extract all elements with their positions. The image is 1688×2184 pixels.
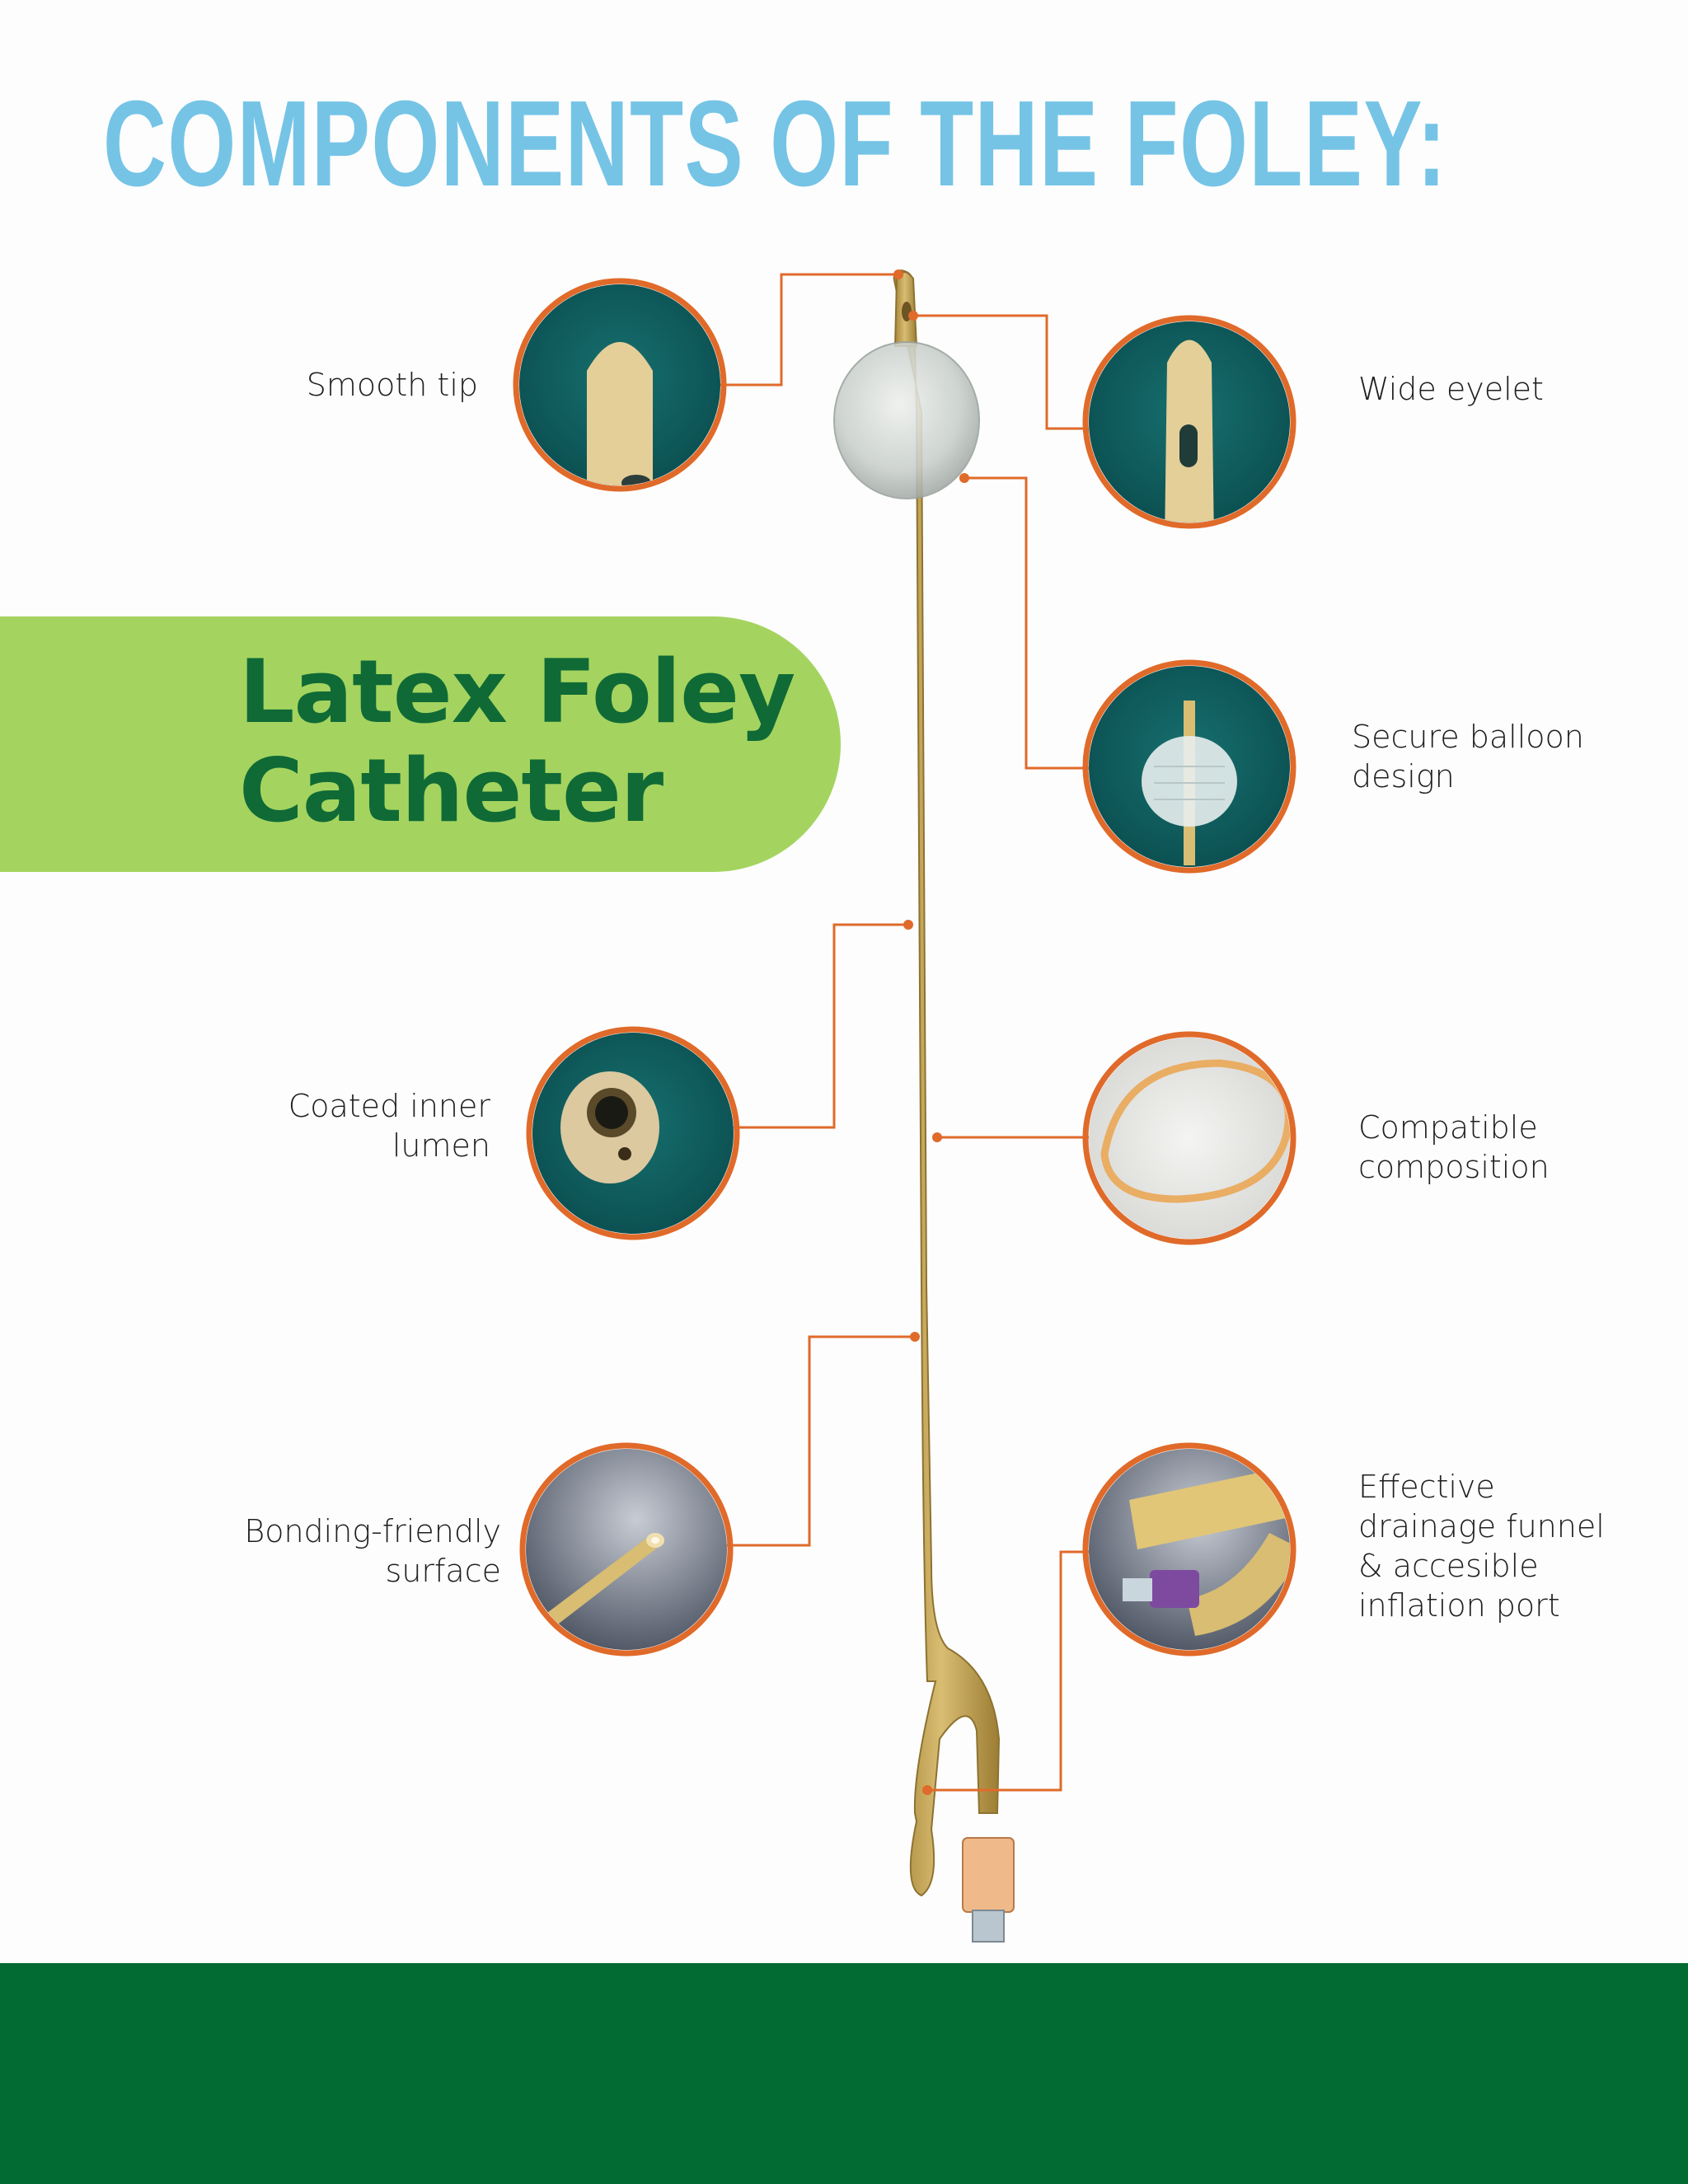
catheter-shaft — [893, 269, 1001, 1897]
detail-smooth-tip — [513, 278, 727, 492]
product-name-line-1: Latex Foley — [239, 641, 795, 743]
leader-coated-lumen — [734, 923, 908, 1129]
inflation-valve — [962, 1837, 1015, 1913]
product-name: Latex Foley Catheter — [239, 643, 795, 841]
catheter-illustration — [833, 269, 1015, 1943]
product-name-line-2: Catheter — [239, 740, 663, 841]
detail-wide-eyelet — [1082, 315, 1296, 529]
label-compatible-composition: Compatible composition — [1358, 1109, 1550, 1185]
detail-secure-balloon — [1082, 659, 1296, 874]
leader-smooth-tip — [720, 273, 898, 387]
leader-lines — [720, 273, 1089, 1792]
label-wide-eyelet: Wide eyelet — [1358, 371, 1544, 407]
valve-nozzle — [972, 1910, 1005, 1943]
leader-secure-balloon — [964, 476, 1089, 770]
leader-wide-eyelet — [913, 314, 1089, 430]
balloon — [833, 341, 980, 499]
label-drainage-funnel: Effective drainage funnel & accesible in… — [1358, 1469, 1605, 1624]
product-banner — [0, 616, 841, 872]
footer-band — [0, 1963, 1688, 2184]
label-smooth-tip: Smooth tip — [306, 367, 478, 403]
label-coated-lumen: Coated inner lumen — [288, 1088, 490, 1164]
catheter-diagram — [513, 269, 1296, 1943]
detail-coated-lumen — [526, 1026, 740, 1240]
detail-bonding-surface — [519, 1442, 734, 1657]
detail-compatible-composition — [1082, 1031, 1296, 1245]
detail-drainage-funnel — [1082, 1442, 1296, 1657]
leader-dots — [893, 269, 969, 1795]
leader-bonding-surface — [727, 1335, 915, 1547]
label-secure-balloon: Secure balloon design — [1352, 719, 1584, 794]
label-bonding-surface: Bonding-friendly surface — [244, 1513, 501, 1589]
page-title: COMPONENTS OF THE FOLEY: — [103, 76, 1447, 212]
leader-drainage-funnel — [927, 1550, 1089, 1792]
